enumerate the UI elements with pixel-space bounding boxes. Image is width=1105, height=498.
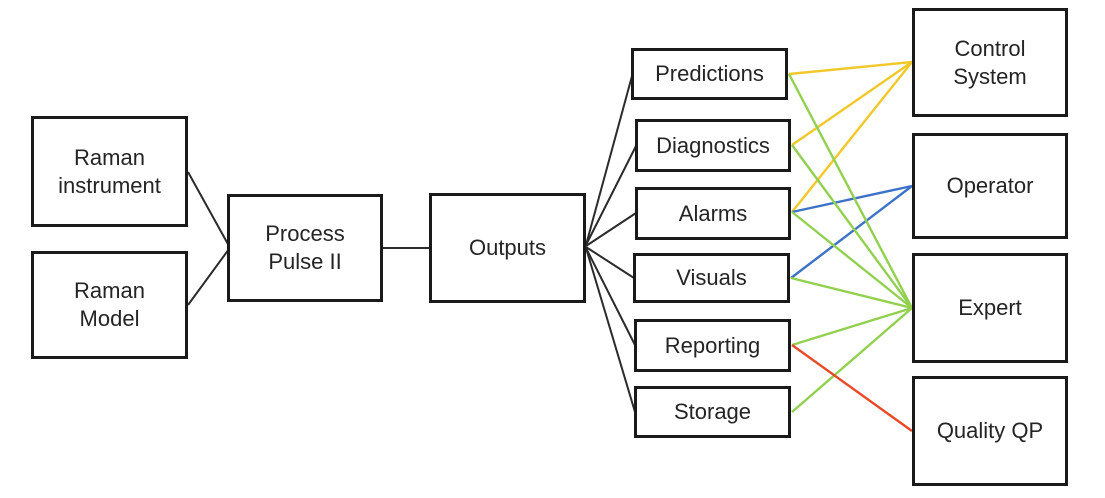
node-process-pulse-ii-label-line1: Process [265,221,345,246]
edge-alarms-to-operator [791,184,913,214]
edge-outputs-to-predictions [585,75,633,246]
node-reporting-label: Reporting [664,332,761,358]
edge-alarms-to-control-system [791,61,913,213]
node-raman-model-label-line2: Model [79,306,140,331]
node-operator-label: Operator [946,173,1034,198]
node-reporting: Reporting [634,319,791,372]
node-expert-label: Expert [958,295,1022,320]
edge-visuals-to-operator [790,185,913,279]
node-control-system-label-line1: Control [954,35,1026,61]
edge-visuals-to-expert [790,276,913,310]
node-raman-model: Raman Model [31,251,188,359]
edge-raman-instrument-to-process-pulse [187,171,230,247]
node-operator: Operator [912,133,1068,239]
node-raman-instrument-label-line2: instrument [58,172,161,198]
node-outputs: Outputs [429,193,586,303]
node-raman-model-label-line1: Raman [74,278,145,303]
node-raman-instrument-label-line1: Raman [74,144,145,170]
edge-outputs-to-alarms [585,212,637,247]
node-control-system: Control System [912,8,1068,117]
node-diagnostics: Diagnostics [635,119,791,172]
node-quality-qp: Quality QP [912,376,1068,486]
node-control-system-label-line2: System [953,63,1027,89]
edge-diagnostics-to-expert [791,144,913,309]
node-predictions: Predictions [631,48,788,100]
edge-reporting-to-expert [791,306,913,347]
node-process-pulse-ii-label-line2: Pulse II [268,249,342,274]
node-alarms-label: Alarms [678,200,748,226]
node-expert: Expert [912,253,1068,363]
node-quality-qp-label: Quality QP [936,418,1044,443]
node-storage: Storage [634,386,791,438]
node-storage-label: Storage [673,399,752,424]
edge-outputs-to-visuals [585,246,635,279]
node-visuals: Visuals [633,253,790,303]
edge-outputs-to-storage [585,247,636,413]
node-visuals-label: Visuals [676,265,747,290]
edge-alarms-to-expert [791,211,913,309]
node-process-pulse-ii: Process Pulse II [227,194,383,302]
edge-raman-model-to-process-pulse [187,248,230,306]
node-raman-instrument: Raman instrument [31,116,188,227]
edge-predictions-to-control-system [788,60,913,76]
edge-predictions-to-expert [787,73,914,309]
node-outputs-label: Outputs [468,235,547,260]
edge-outputs-to-diagnostics [585,145,637,246]
node-diagnostics-label: Diagnostics [656,132,770,158]
edge-diagnostics-to-control-system [791,61,913,146]
edge-storage-to-expert [791,307,913,413]
node-alarms: Alarms [635,187,791,240]
edge-outputs-to-reporting [585,247,636,346]
node-predictions-label: Predictions [655,61,764,86]
edge-reporting-to-quality-qp [791,344,913,432]
